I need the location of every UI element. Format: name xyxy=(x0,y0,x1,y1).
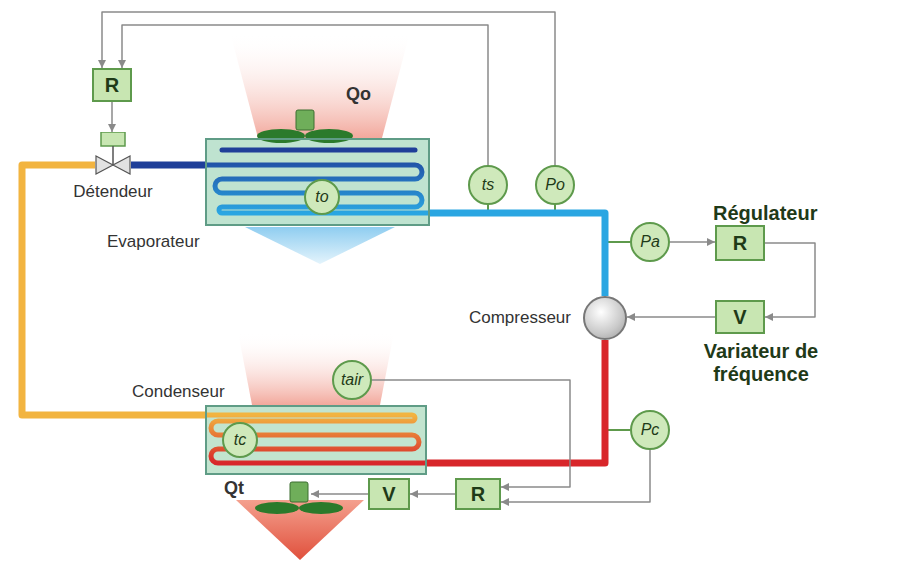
signal-line xyxy=(765,243,815,317)
refrigerant-pipe xyxy=(131,161,205,168)
flow-label: Qt xyxy=(224,478,244,499)
valve-symbol xyxy=(95,132,131,178)
fan-motor xyxy=(296,110,314,130)
regulator-box: R xyxy=(455,478,501,510)
sensor-stem xyxy=(487,205,489,210)
component-label: Variateur de fréquence xyxy=(697,340,825,386)
expansion-valve: Détendeur xyxy=(95,132,131,178)
hot-air-out xyxy=(236,500,364,560)
temperature-sensor: tc xyxy=(222,422,258,458)
refrigerant-pipe xyxy=(427,340,605,463)
node-text: R xyxy=(105,74,119,97)
signal-line xyxy=(122,25,488,165)
node-text: V xyxy=(382,483,395,506)
sensor-stem xyxy=(554,205,556,210)
frequency-drive: V xyxy=(368,478,410,510)
signal-line xyxy=(372,380,570,487)
signal-line xyxy=(670,241,715,243)
fan-motor xyxy=(290,482,308,502)
evaporator-body xyxy=(205,138,430,226)
signal-line xyxy=(627,316,715,318)
node-text: V xyxy=(733,306,746,329)
node-text: Pc xyxy=(641,421,660,439)
component-label: Condenseur xyxy=(132,382,225,402)
pressure-sensor: Pa xyxy=(630,222,670,262)
component-label: Régulateur xyxy=(713,202,817,225)
fan-blade xyxy=(255,502,299,514)
temperature-sensor: tair xyxy=(332,360,372,400)
air-in xyxy=(238,332,394,405)
regulator-box: RégulateurR xyxy=(715,225,765,261)
node-text: Po xyxy=(545,176,565,194)
condenser: Condenseurtc xyxy=(205,405,427,475)
signal-line xyxy=(111,102,113,132)
actuator xyxy=(101,132,125,146)
node-text: tair xyxy=(341,371,363,389)
fan-blade xyxy=(299,502,343,514)
temperature-sensor: to xyxy=(304,179,340,215)
frequency-drive: VVariateur de fréquence xyxy=(715,300,765,334)
node-text: R xyxy=(733,232,747,255)
control-line xyxy=(311,493,368,495)
node-text: ts xyxy=(482,176,494,194)
refrigerant-pipe xyxy=(22,165,205,415)
flow-label: Qo xyxy=(346,84,371,105)
sensor-stem xyxy=(608,241,630,243)
regulator-box: R xyxy=(92,68,132,102)
warm-air-in xyxy=(230,32,410,138)
signal-line xyxy=(102,12,555,165)
fan-blade xyxy=(305,129,353,143)
valve-body xyxy=(96,156,113,174)
node-text: Pa xyxy=(640,233,660,251)
component-label: Evaporateur xyxy=(107,232,200,252)
sensor-stem xyxy=(608,429,630,431)
condenser-coil xyxy=(205,415,427,463)
evaporator: Evaporateurto xyxy=(205,138,430,226)
pressure-sensor: Po xyxy=(535,165,575,205)
pressure-sensor: Pc xyxy=(630,410,670,450)
cold-air-out xyxy=(245,227,395,264)
condenser-body xyxy=(205,405,427,475)
node-text: tc xyxy=(234,431,246,449)
evaporator-coil xyxy=(222,148,415,153)
component-label: Compresseur xyxy=(469,308,571,328)
fan-blade xyxy=(257,129,305,143)
signal-line xyxy=(410,493,455,495)
refrigerant-pipe xyxy=(430,213,605,296)
temperature-sensor: ts xyxy=(468,165,508,205)
signal-line xyxy=(501,450,650,502)
node-text: R xyxy=(471,483,485,506)
node-text: to xyxy=(315,188,328,206)
valve-stem xyxy=(112,146,114,165)
valve-body xyxy=(113,156,130,174)
compressor: Compresseur xyxy=(583,296,627,340)
component-label: Détendeur xyxy=(73,182,152,202)
